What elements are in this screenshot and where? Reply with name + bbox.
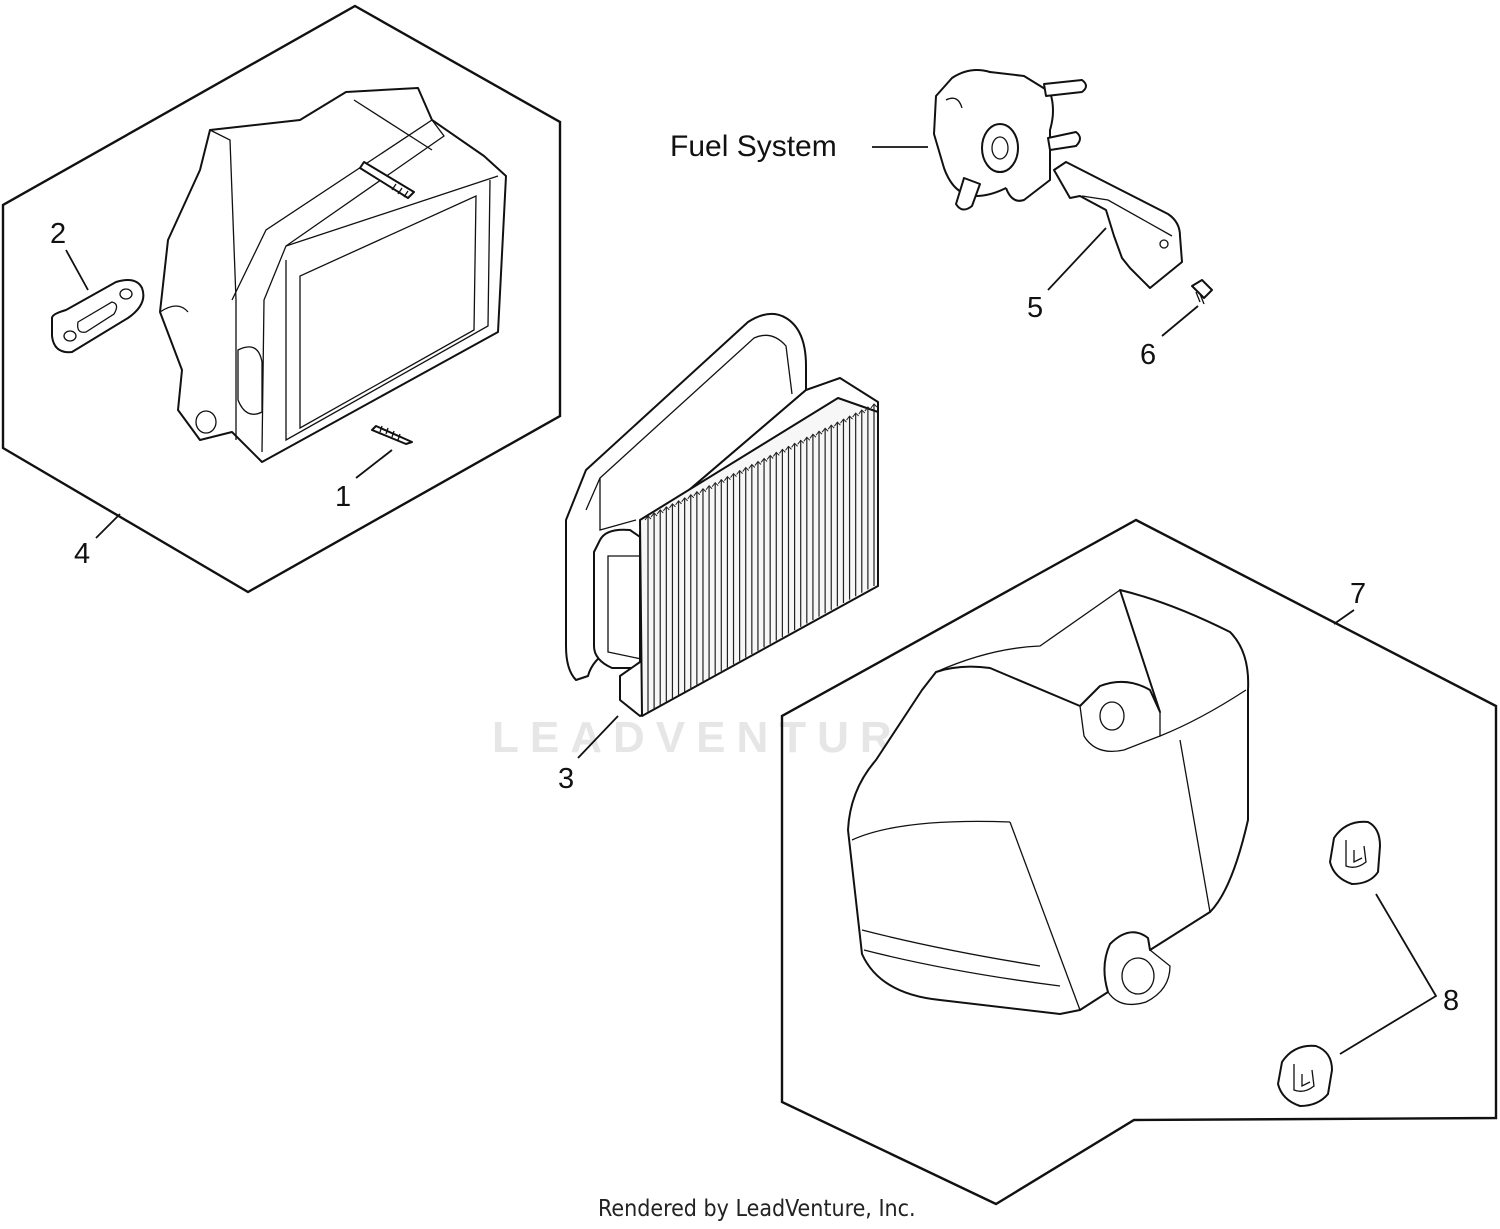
filter-pleat-crest <box>772 451 780 457</box>
kit-box-air-cleaner-cover <box>780 518 1498 1206</box>
filter-pleat-crest <box>840 418 847 424</box>
filter-pleat-crest <box>669 503 676 509</box>
filter-pleat-crest <box>656 509 664 515</box>
leader-line-1 <box>355 449 393 479</box>
filter-pleat-crest <box>846 415 853 421</box>
callout-7[interactable]: 7 <box>1350 578 1366 610</box>
callout-6[interactable]: 6 <box>1140 339 1156 371</box>
air-cleaner-cover-part[interactable] <box>847 589 1250 1015</box>
filter-pleats <box>644 403 878 712</box>
footer-credit: Rendered by LeadVenture, Inc. <box>598 1196 916 1222</box>
filter-pleat-crest <box>858 409 866 415</box>
filter-pleat-crest <box>742 466 750 472</box>
callout-3[interactable]: 3 <box>558 763 574 795</box>
filter-pleat-crest <box>754 460 762 466</box>
leader-line-2 <box>65 249 89 291</box>
filter-pleat-crest <box>675 500 682 506</box>
filter-pleat-crest <box>681 497 689 503</box>
gasket-part[interactable] <box>51 279 145 354</box>
filter-pleat-crest <box>778 448 786 454</box>
filter-pleat-crest <box>730 472 737 478</box>
filter-pleat-crest <box>699 487 707 494</box>
filter-pleat-crest <box>748 463 756 469</box>
callout-8[interactable]: 8 <box>1443 985 1459 1017</box>
filter-pleat-crest <box>760 457 768 463</box>
callout-1[interactable]: 1 <box>335 481 351 513</box>
filter-pleat-crest <box>724 475 731 481</box>
watermark-text: LEADVENTURE <box>492 713 943 762</box>
callout-labels: 1 2 3 4 5 6 7 8 <box>50 218 1459 1017</box>
leader-line-8 <box>1339 893 1438 1055</box>
filter-pleat-crest <box>717 478 725 484</box>
filter-pleat-crest <box>864 406 872 412</box>
filter-pleat-crest <box>791 442 798 448</box>
filter-pleat-crest <box>693 491 701 497</box>
filter-pleat-crest <box>797 439 805 445</box>
filter-pleat-crest <box>644 515 652 521</box>
fuel-pump-bracket-part[interactable] <box>1053 161 1183 289</box>
leader-line-5 <box>1047 227 1107 291</box>
filter-pleat-crest <box>821 427 829 433</box>
knob-part-upper[interactable] <box>1329 820 1381 885</box>
filter-pleat-crest <box>705 484 713 491</box>
filter-pleat-crest <box>662 506 670 512</box>
filter-pleat-crest <box>833 421 841 427</box>
air-cleaner-base-part[interactable] <box>159 87 507 463</box>
air-filter-part[interactable] <box>565 312 879 717</box>
callout-2[interactable]: 2 <box>50 218 66 250</box>
leader-line-3 <box>577 715 619 759</box>
screw-part[interactable] <box>1191 279 1213 305</box>
filter-pleat-crest <box>852 412 860 418</box>
filter-pleat-crest <box>766 454 774 460</box>
filter-pleat-crest <box>687 494 695 500</box>
filter-pleat-crest <box>803 436 811 442</box>
filter-pleat-crest <box>711 481 719 488</box>
filter-pleat-crest <box>809 433 817 439</box>
callout-5[interactable]: 5 <box>1027 292 1043 324</box>
leader-line-4 <box>95 513 121 539</box>
callout-4[interactable]: 4 <box>74 538 90 570</box>
filter-pleat-crest <box>815 430 823 436</box>
stud-part[interactable] <box>359 161 415 445</box>
filter-pleat-crest <box>870 403 878 409</box>
leader-line-7 <box>1333 609 1355 625</box>
knob-part-lower[interactable] <box>1277 1044 1333 1107</box>
filter-pleat-crest <box>785 445 792 451</box>
fuel-pump-part[interactable] <box>933 69 1087 211</box>
fuel-system-reference-label: Fuel System <box>670 130 837 163</box>
filter-pleat-crest <box>650 512 658 518</box>
leader-line-6 <box>1161 305 1199 337</box>
filter-pleat-crest <box>827 424 835 430</box>
filter-pleat-crest <box>736 469 743 475</box>
kit-box-air-cleaner-base <box>1 4 562 594</box>
